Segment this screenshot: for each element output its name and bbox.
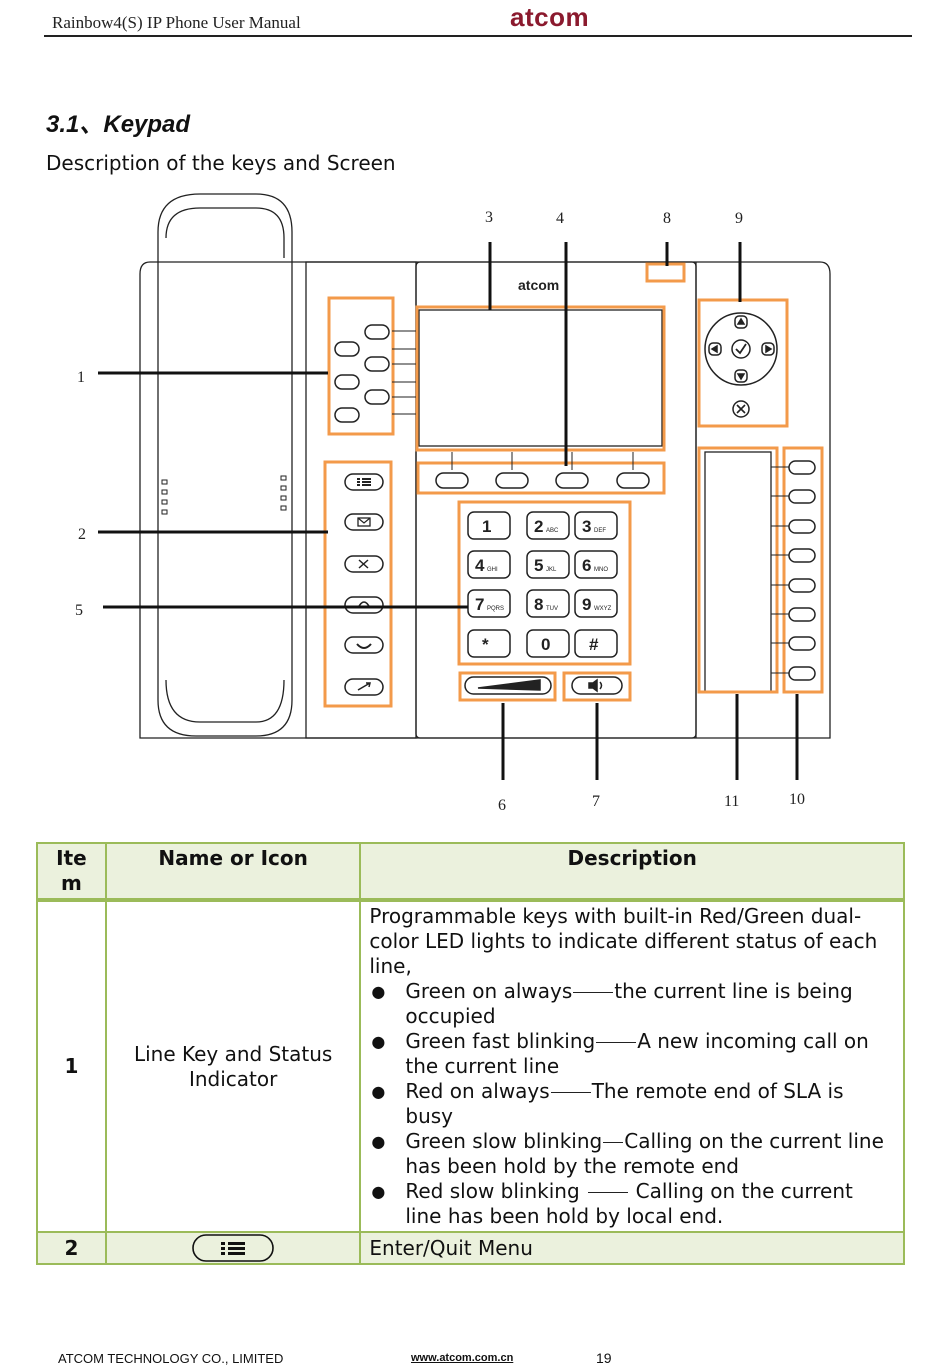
callout-8: 8 [663,210,671,227]
col-header-item: Ite m [36,842,107,901]
dial-key-1: 1 [467,511,511,540]
keys-table: Ite m Name or Icon Description 1 Line Ke… [36,842,905,1265]
device-logo: atcom [518,277,559,293]
dial-key-digit: 1 [482,517,491,536]
dial-key-digit: 6 [582,556,591,575]
callout-3: 3 [485,209,493,226]
dial-key-letters: WXYZ [594,606,612,612]
handset [157,193,293,737]
callout-5: 5 [75,602,83,619]
speaker-key [571,676,623,695]
col-header-description: Description [359,842,905,901]
dss-keys [771,460,816,681]
dial-key-digit: * [482,635,489,654]
dial-key-letters: DEF [594,528,606,534]
row1-item: 1 [36,899,107,1233]
dial-key-letters: JKL [546,567,557,573]
table-row: 2 Enter/Quit Menu [36,1231,905,1265]
dial-key-digit: 8 [534,595,543,614]
navigation-keys [704,312,778,418]
footer-company: ATCOM TECHNOLOGY CO., LIMITED [58,1351,284,1366]
callout-2: 2 [78,526,86,543]
dial-key-letters: PQRS [487,606,504,612]
callout-6: 6 [498,797,506,814]
section-intro: Description of the keys and Screen [46,151,396,175]
soft-keys [435,452,650,489]
dial-key-hash: # [574,629,618,658]
row1-description: Programmable keys with built-in Red/Gree… [359,899,905,1233]
callout-4: 4 [556,210,564,227]
dial-key-digit: 4 [475,556,485,575]
dial-key-digit: 9 [582,595,591,614]
footer-url-link[interactable]: www.atcom.com.cn [411,1352,514,1364]
dial-key-digit: 7 [475,595,484,614]
row1-name: Line Key and Status Indicator [104,899,362,1233]
callout-10: 10 [789,791,805,808]
dial-key-digit: 3 [582,517,591,536]
menu-key-icon [192,1234,274,1262]
phone-diagram: atcom [75,193,831,814]
phone-body [139,193,831,739]
callout-9: 9 [735,210,743,227]
row2-description: Enter/Quit Menu [359,1231,905,1265]
dial-key-letters: MNO [594,567,608,573]
volume-key [464,676,552,695]
document-title: Rainbow4(S) IP Phone User Manual [52,13,301,32]
callout-numbers: 1 2 3 4 5 6 7 8 9 10 11 [75,209,805,814]
table-row: 1 Line Key and Status Indicator Programm… [36,899,905,1233]
row1-intro: Programmable keys with built-in Red/Gree… [369,904,878,978]
highlight-boxes [323,262,824,708]
dial-key-digit: # [589,635,599,654]
line-keys [334,324,416,423]
dial-key-digit: 2 [534,517,543,536]
page-number: 19 [596,1350,612,1366]
row2-item: 2 [36,1231,107,1265]
dial-key-digit: 5 [534,556,543,575]
dial-key-0: 0 [526,629,570,658]
dial-key-letters: GHI [487,567,498,573]
atcom-logo: atcom [510,2,590,32]
function-keys [344,473,384,696]
callout-7: 7 [592,793,600,810]
col-header-name: Name or Icon [104,842,362,901]
dial-key-letters: TUV [546,606,558,612]
header-rule [44,35,912,37]
callout-1: 1 [77,369,85,386]
callout-11: 11 [724,793,739,810]
row2-icon-cell [104,1231,362,1265]
callout-lines [98,242,799,780]
dial-key-star: * [467,629,511,658]
dial-key-digit: 0 [541,635,550,654]
dial-key-letters: ABC [546,528,559,534]
section-title: 3.1、Keypad [46,111,191,138]
